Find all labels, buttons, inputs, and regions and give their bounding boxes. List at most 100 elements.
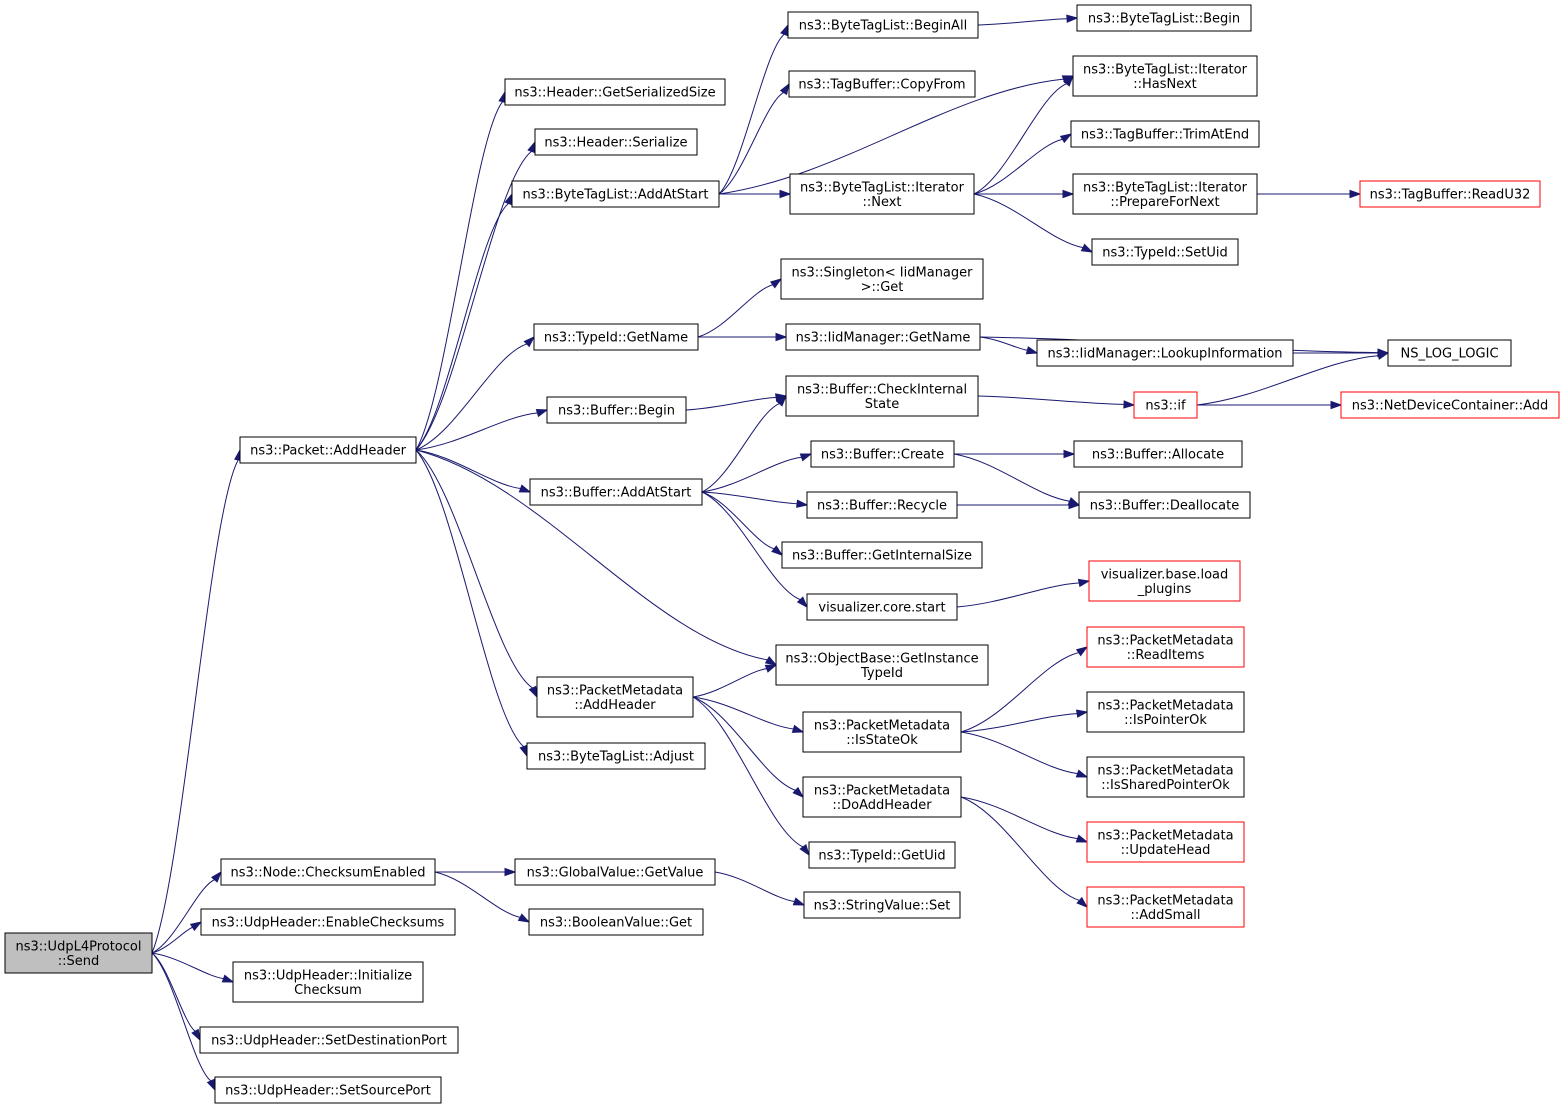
node-box: [514, 858, 716, 886]
node-box: [1091, 238, 1239, 266]
node-h-ser[interactable]: ns3::Header::Serialize: [534, 128, 698, 156]
node-label: TypeId: [860, 666, 903, 681]
node-ns3-if[interactable]: ns3::if: [1133, 391, 1198, 419]
node-btl-aas[interactable]: ns3::ByteTagList::AddAtStart: [511, 180, 720, 208]
node-label: ns3::ByteTagList::Begin: [1088, 12, 1240, 27]
node-ndc-add[interactable]: ns3::NetDeviceContainer::Add: [1340, 391, 1560, 419]
node-pm-isstateok[interactable]: ns3::PacketMetadata::IsStateOk: [802, 711, 962, 753]
edge-buf_aas-to-buf_recycle: [701, 491, 809, 508]
node-btl-it-prep[interactable]: ns3::ByteTagList::Iterator::PrepareForNe…: [1072, 173, 1258, 215]
node-label: ns3::PacketMetadata: [1097, 633, 1233, 648]
node-box: [536, 676, 694, 718]
node-label: ns3::ByteTagList::Adjust: [538, 750, 694, 765]
node-buf-dealloc[interactable]: ns3::Buffer::Deallocate: [1078, 491, 1251, 519]
node-box: [1387, 339, 1512, 367]
edge-addheader-to-buf_begin: [415, 409, 549, 451]
node-label: ns3::ByteTagList::Iterator: [800, 180, 965, 195]
node-tb-copyfrom[interactable]: ns3::TagBuffer::CopyFrom: [788, 70, 976, 98]
node-label: ::IsStateOk: [846, 733, 918, 748]
node-label: ns3::GlobalValue::GetValue: [527, 866, 704, 881]
node-buf-getintsize[interactable]: ns3::Buffer::GetInternalSize: [781, 541, 983, 569]
node-singleton-get[interactable]: ns3::Singleton< IidManager>::Get: [780, 258, 984, 300]
node-btl-it-next[interactable]: ns3::ByteTagList::Iterator::Next: [789, 173, 975, 215]
node-label: State: [865, 397, 899, 412]
node-buf-aas[interactable]: ns3::Buffer::AddAtStart: [529, 478, 703, 506]
edge-addheader-to-tid_getname: [415, 335, 536, 451]
node-tb-readu32[interactable]: ns3::TagBuffer::ReadU32: [1359, 180, 1541, 208]
node-cksum-en[interactable]: ns3::Node::ChecksumEnabled: [220, 858, 436, 886]
node-btl-beginall[interactable]: ns3::ByteTagList::BeginAll: [787, 11, 979, 39]
node-box: [802, 711, 962, 753]
node-tid-getname[interactable]: ns3::TypeId::GetName: [533, 323, 699, 351]
node-box: [806, 491, 958, 519]
node-viz-loadplugins[interactable]: visualizer.base.load_plugins: [1088, 560, 1241, 602]
node-iid-lookup[interactable]: ns3::IidManager::LookupInformation: [1036, 339, 1294, 367]
node-h-size[interactable]: ns3::Header::GetSerializedSize: [504, 78, 726, 106]
node-bv-get[interactable]: ns3::BooleanValue::Get: [528, 908, 704, 936]
node-box: [199, 1026, 459, 1054]
node-btl-begin[interactable]: ns3::ByteTagList::Begin: [1076, 4, 1252, 32]
edge-pm_doaddheader-to-pm_updatehead: [960, 796, 1089, 843]
node-pm-readitems[interactable]: ns3::PacketMetadata::ReadItems: [1086, 626, 1245, 668]
edge-send-to-set_src: [151, 952, 216, 1092]
edge-addheader-to-pm_addheader: [415, 449, 538, 699]
node-box: [1340, 391, 1560, 419]
node-addheader[interactable]: ns3::Packet::AddHeader: [239, 436, 417, 464]
node-buf-begin[interactable]: ns3::Buffer::Begin: [546, 396, 687, 424]
node-tb-trimatend[interactable]: ns3::TagBuffer::TrimAtEnd: [1070, 120, 1260, 148]
node-pm-addsmall[interactable]: ns3::PacketMetadata::AddSmall: [1086, 886, 1245, 928]
edge-send-to-set_dst: [151, 952, 201, 1042]
node-box: [529, 478, 703, 506]
node-box: [775, 644, 989, 686]
node-pm-isshptrok[interactable]: ns3::PacketMetadata::IsSharedPointerOk: [1086, 756, 1245, 798]
node-send[interactable]: ns3::UdpL4Protocol::Send: [4, 932, 153, 974]
node-viz-start[interactable]: visualizer.core.start: [806, 593, 958, 621]
edge-buf_recycle-to-buf_dealloc: [957, 500, 1081, 510]
node-label: ns3::PacketMetadata: [814, 718, 950, 733]
node-buf-allocate[interactable]: ns3::Buffer::Allocate: [1073, 440, 1243, 468]
node-gv-getvalue[interactable]: ns3::GlobalValue::GetValue: [514, 858, 716, 886]
node-sv-set[interactable]: ns3::StringValue::Set: [803, 891, 961, 919]
node-btl-it-hasnext[interactable]: ns3::ByteTagList::Iterator::HasNext: [1072, 55, 1258, 97]
node-btl-adjust[interactable]: ns3::ByteTagList::Adjust: [526, 742, 706, 770]
node-pm-addheader[interactable]: ns3::PacketMetadata::AddHeader: [536, 676, 694, 718]
edge-pm_addheader-to-tid_getuid: [692, 696, 810, 857]
node-buf-recycle[interactable]: ns3::Buffer::Recycle: [806, 491, 958, 519]
node-label: ns3::UdpHeader::EnableChecksums: [212, 916, 445, 931]
node-label: ns3::TagBuffer::CopyFrom: [798, 78, 965, 93]
edge-tid_getname-to-iid_getname: [697, 332, 788, 342]
node-label: ns3::UdpHeader::Initialize: [244, 968, 412, 983]
node-tid-setuid[interactable]: ns3::TypeId::SetUid: [1091, 238, 1239, 266]
node-label: ns3::TagBuffer::TrimAtEnd: [1081, 128, 1249, 143]
node-pm-doaddheader[interactable]: ns3::PacketMetadata::DoAddHeader: [802, 776, 962, 818]
node-label: ::HasNext: [1133, 77, 1197, 92]
node-label: NS_LOG_LOGIC: [1400, 347, 1498, 362]
node-pm-updatehead[interactable]: ns3::PacketMetadata::UpdateHead: [1086, 821, 1245, 863]
node-tid-getuid[interactable]: ns3::TypeId::GetUid: [808, 841, 956, 869]
edge-ns3_if-to-ns_log_logic: [1196, 351, 1390, 406]
node-set-dst[interactable]: ns3::UdpHeader::SetDestinationPort: [199, 1026, 459, 1054]
node-ns-log-logic[interactable]: NS_LOG_LOGIC: [1387, 339, 1512, 367]
node-label: ns3::UdpL4Protocol: [16, 939, 142, 954]
node-label: ns3::PacketMetadata: [1097, 893, 1233, 908]
node-box: [1086, 886, 1245, 928]
edge-iid_getname-to-iid_lookup: [979, 336, 1039, 355]
edge-addheader-to-btl_adjust: [415, 449, 528, 758]
node-box: [808, 841, 956, 869]
edge-buf_aas-to-buf_getintsize: [701, 491, 784, 556]
node-enable-ck[interactable]: ns3::UdpHeader::EnableChecksums: [200, 908, 456, 936]
node-box: [1359, 180, 1541, 208]
node-pm-isptrok[interactable]: ns3::PacketMetadata::IsPointerOk: [1086, 691, 1245, 733]
node-buf-create[interactable]: ns3::Buffer::Create: [810, 440, 955, 468]
edge-buf_create-to-buf_allocate: [953, 449, 1076, 459]
node-iid-getname[interactable]: ns3::IidManager::GetName: [785, 323, 981, 351]
node-set-src[interactable]: ns3::UdpHeader::SetSourcePort: [214, 1076, 442, 1104]
node-label: ns3::Buffer::Begin: [558, 404, 675, 419]
node-label: visualizer.core.start: [818, 601, 945, 616]
node-box: [1086, 821, 1245, 863]
node-box: [1078, 491, 1251, 519]
